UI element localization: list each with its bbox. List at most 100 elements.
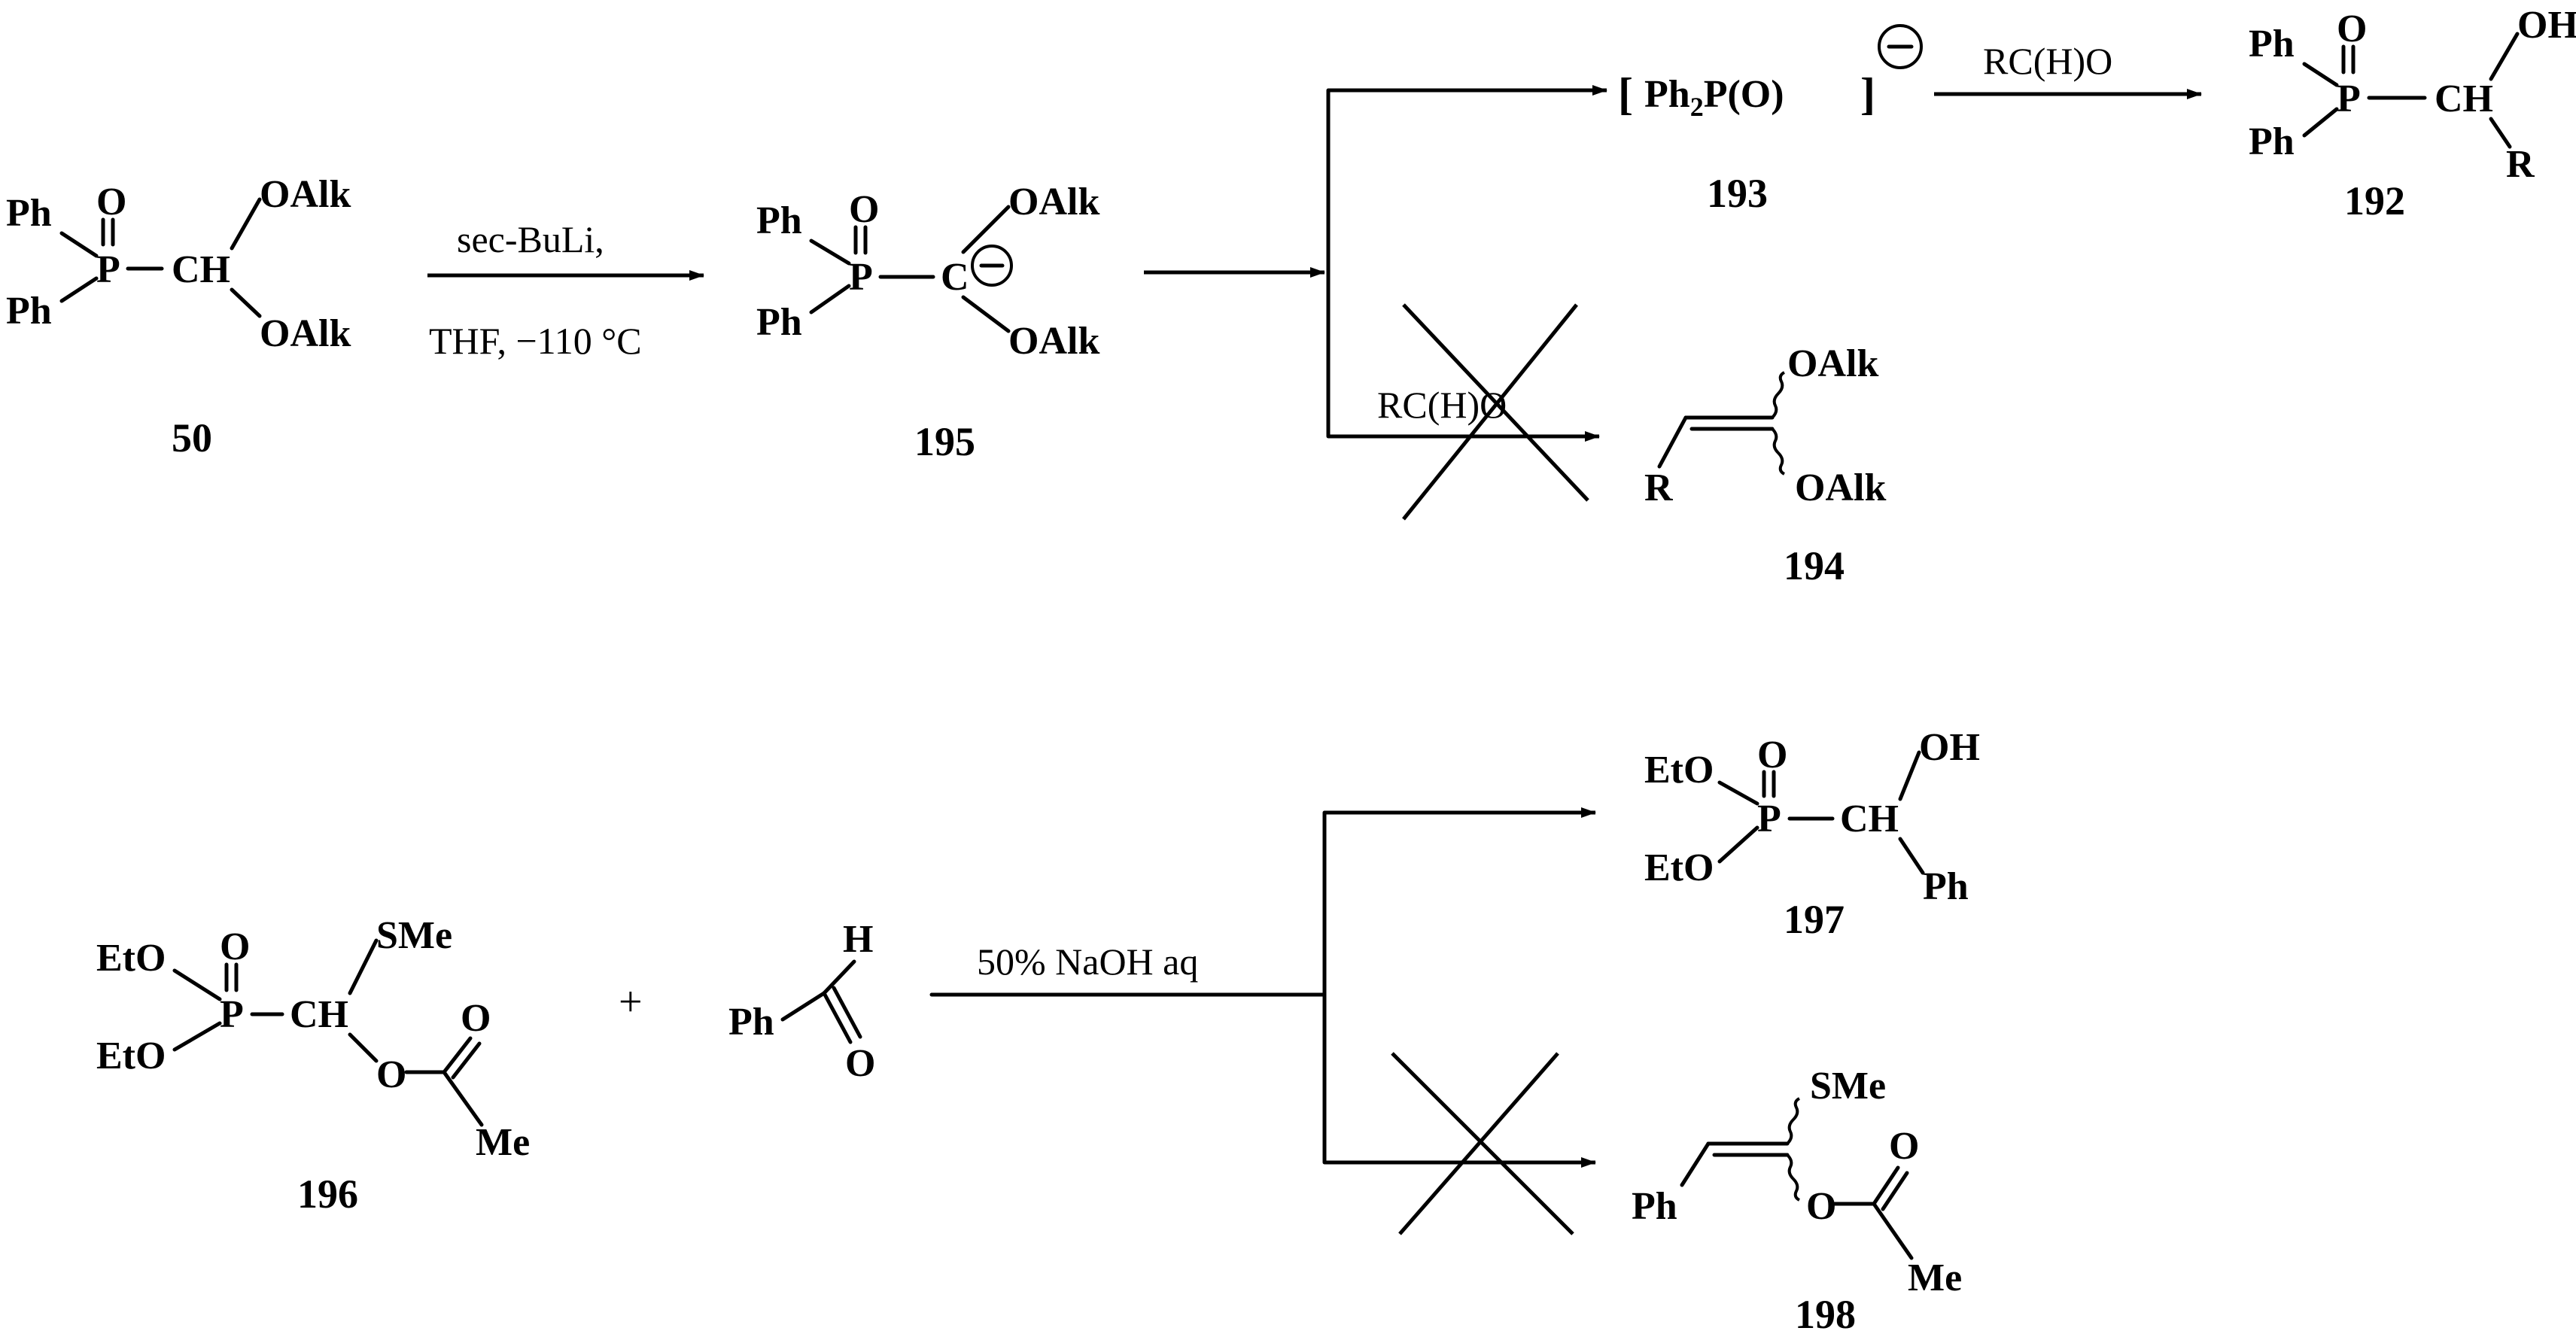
carbonyl-oxygen-label: O bbox=[1889, 1125, 1919, 1168]
compound-number: 194 bbox=[1784, 543, 1845, 588]
phenyl-label: Ph bbox=[756, 301, 802, 344]
alkoxy-label: OAlk bbox=[1795, 466, 1886, 509]
phosphorus-label: P bbox=[96, 248, 120, 291]
p-ph-bond bbox=[809, 239, 851, 266]
compound-number: 193 bbox=[1707, 171, 1768, 216]
p-ph-bond bbox=[2302, 62, 2339, 87]
compound-number: 192 bbox=[2344, 178, 2405, 223]
reagent-label: sec-BuLi, bbox=[457, 218, 604, 260]
oxygen-label: O bbox=[845, 1042, 875, 1085]
compound-193: [ Ph2P(O) ] 193 bbox=[1618, 24, 1923, 216]
methine-label: CH bbox=[290, 993, 348, 1036]
hydrogen-label: H bbox=[843, 918, 873, 961]
phenyl-label: Ph bbox=[1632, 1185, 1677, 1228]
p-o-bond bbox=[172, 968, 222, 1001]
blocked-pathway-cross bbox=[1398, 1052, 1559, 1235]
p-ph-bond bbox=[2302, 107, 2339, 138]
methylthio-label: SMe bbox=[376, 914, 452, 957]
compound-194: R OAlk OAlk 194 bbox=[1644, 342, 1886, 588]
methyl-label: Me bbox=[1908, 1256, 1962, 1299]
compound-50: Ph Ph O P CH OAlk OAlk 50 bbox=[6, 173, 351, 460]
ph-c-bond bbox=[1680, 1141, 1711, 1187]
wavy-bond bbox=[1771, 371, 1785, 419]
c-h-bond bbox=[822, 959, 856, 995]
compound-number: 196 bbox=[297, 1171, 358, 1217]
ethoxy-label: EtO bbox=[96, 1035, 166, 1077]
c-s-bond bbox=[348, 938, 379, 995]
alkoxy-label: OAlk bbox=[260, 173, 351, 216]
reagent-label: RC(H)O bbox=[1377, 384, 1507, 426]
c-o-bond bbox=[961, 295, 1011, 333]
compound-192: Ph Ph O P CH OH R 192 bbox=[2249, 4, 2576, 223]
p-o-bond bbox=[172, 1021, 222, 1052]
c-o-bond bbox=[230, 197, 262, 251]
phosphorus-label: P bbox=[2337, 77, 2361, 120]
p-o-bond bbox=[1717, 780, 1759, 806]
p-ph-bond bbox=[59, 276, 99, 303]
ester-oxygen-label: O bbox=[1806, 1185, 1836, 1228]
phenyl-label: Ph bbox=[2249, 120, 2295, 163]
c-o-double-bond bbox=[442, 1036, 473, 1074]
c-r-bond bbox=[2489, 117, 2512, 149]
carbanion-label: C bbox=[941, 256, 969, 299]
blocked-pathway-cross bbox=[1402, 303, 1578, 521]
reagent-label: RC(H)O bbox=[1983, 40, 2112, 82]
phenyl-label: Ph bbox=[728, 1001, 774, 1044]
oxygen-label: O bbox=[96, 181, 126, 223]
hydroxyl-label: OH bbox=[1919, 726, 1980, 769]
oxygen-label: O bbox=[2337, 8, 2367, 50]
c-o-bond bbox=[348, 1032, 379, 1063]
r-group-label: R bbox=[2506, 143, 2535, 186]
phenyl-label: Ph bbox=[1923, 865, 1969, 908]
blocked-pathway-cross bbox=[1391, 1052, 1574, 1235]
bracket-open: [ bbox=[1618, 69, 1633, 119]
phenyl-label: Ph bbox=[6, 290, 52, 333]
compound-number: 195 bbox=[914, 419, 975, 464]
p-ph-bond bbox=[809, 284, 851, 314]
hydroxyl-label: OH bbox=[2517, 4, 2576, 47]
alkoxy-label: OAlk bbox=[1008, 181, 1099, 223]
carbonyl-oxygen-label: O bbox=[461, 997, 491, 1040]
phosphorus-label: P bbox=[849, 256, 873, 299]
methine-label: CH bbox=[2435, 77, 2493, 120]
blocked-pathway-cross bbox=[1402, 303, 1589, 502]
compound-197: EtO EtO O P CH OH Ph 197 bbox=[1644, 726, 1980, 942]
compound-number: 50 bbox=[172, 415, 212, 460]
alkoxy-label: OAlk bbox=[1008, 320, 1099, 363]
ethoxy-label: EtO bbox=[1644, 846, 1714, 889]
wavy-bond bbox=[1786, 1097, 1800, 1145]
compound-number: 197 bbox=[1784, 897, 1845, 942]
condition-label: THF, −110 °C bbox=[429, 320, 642, 362]
ph2po-label: Ph2P(O) bbox=[1644, 73, 1784, 122]
benzaldehyde: H Ph O bbox=[728, 918, 875, 1085]
wavy-bond bbox=[1771, 427, 1785, 476]
plus-sign: + bbox=[619, 979, 643, 1026]
methine-label: CH bbox=[1840, 798, 1899, 840]
c-ph-bond bbox=[1898, 837, 1925, 875]
phenyl-label: Ph bbox=[756, 199, 802, 242]
p-ph-bond bbox=[59, 231, 99, 258]
methyl-label: Me bbox=[476, 1121, 530, 1164]
compound-195: Ph Ph O P C OAlk OAlk 195 bbox=[756, 181, 1099, 464]
c-oh-bond bbox=[1898, 750, 1921, 801]
r-group-label: R bbox=[1644, 466, 1674, 509]
compound-196: EtO EtO O P CH SMe O O Me 196 bbox=[96, 914, 530, 1217]
phosphorus-label: P bbox=[220, 993, 244, 1036]
methylthio-label: SMe bbox=[1810, 1065, 1886, 1108]
ester-oxygen-label: O bbox=[376, 1053, 406, 1096]
wavy-bond bbox=[1786, 1153, 1800, 1202]
compound-number: 198 bbox=[1795, 1292, 1856, 1337]
c-o-double-bond bbox=[1881, 1171, 1909, 1211]
ethoxy-label: EtO bbox=[96, 937, 166, 980]
oxygen-label: O bbox=[849, 188, 879, 231]
alkoxy-label: OAlk bbox=[260, 312, 351, 355]
bracket-close: ] bbox=[1860, 69, 1875, 119]
alkoxy-label: OAlk bbox=[1787, 342, 1878, 385]
c-oh-bond bbox=[2489, 32, 2520, 81]
phenyl-label: Ph bbox=[2249, 23, 2295, 65]
c-o-double-bond bbox=[822, 991, 853, 1044]
c-o-double-bond bbox=[1872, 1165, 1900, 1206]
ph-c-bond bbox=[780, 991, 826, 1022]
c-o-bond bbox=[961, 205, 1011, 254]
